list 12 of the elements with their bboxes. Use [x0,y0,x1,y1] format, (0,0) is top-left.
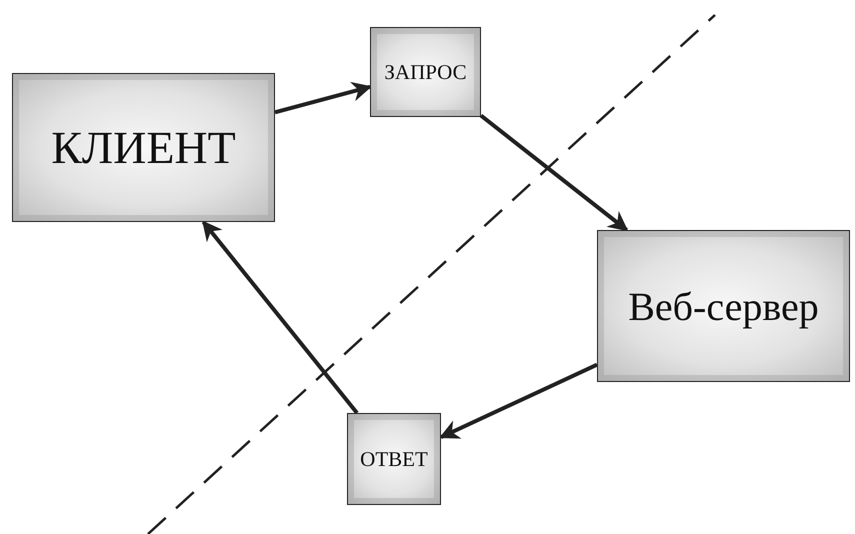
box-label: ОТВЕТ [360,446,428,472]
process-box [12,73,275,222]
box-label: Веб-сервер [628,282,819,330]
process-box [370,27,481,117]
process-box [347,413,441,505]
arrow [439,362,598,439]
box-label: КЛИЕНТ [51,121,236,174]
arrow [480,114,628,232]
process-box [597,230,850,382]
arrow [202,220,359,414]
box-label: ЗАПРОС [384,60,467,84]
arrow [274,82,372,114]
